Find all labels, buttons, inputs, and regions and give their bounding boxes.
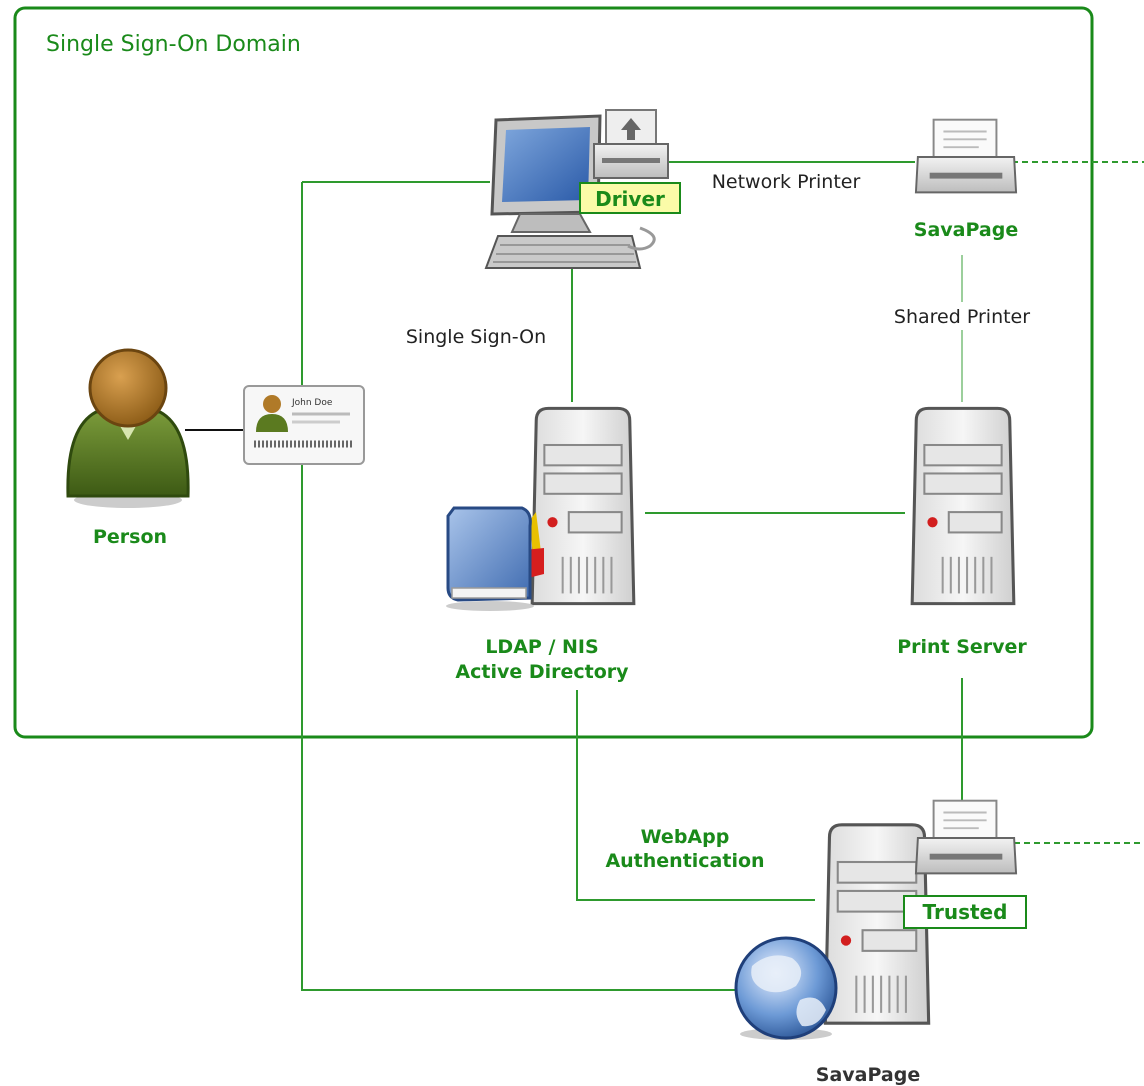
shared-printer-edge-label: Shared Printer — [894, 306, 1030, 328]
driver-badge — [579, 182, 681, 214]
savapage-server-label: SavaPage — [816, 1064, 920, 1086]
webapp-auth-label-line2: Authentication — [605, 850, 764, 872]
trusted-badge-label: Trusted — [923, 900, 1008, 924]
trusted-badge — [903, 895, 1027, 929]
id-card-icon — [243, 385, 365, 465]
webapp-auth-label-line1: WebApp — [641, 826, 730, 848]
print-server-icon — [910, 406, 1016, 606]
directory-book-icon — [446, 506, 544, 611]
single-sign-on-edge-label: Single Sign-On — [406, 326, 546, 348]
savapage-server-printer-icon — [914, 799, 1018, 875]
savapage-printer-label: SavaPage — [914, 219, 1018, 241]
person-icon — [66, 348, 190, 508]
globe-icon — [734, 936, 838, 1040]
domain-title: Single Sign-On Domain — [46, 32, 301, 57]
ldap-label-line1: LDAP / NIS — [485, 636, 598, 658]
id-card-name: John Doe — [291, 398, 333, 408]
workstation-printer-icon — [593, 109, 669, 179]
ldap-label-line2: Active Directory — [455, 661, 629, 683]
workstation-icon — [484, 114, 656, 269]
driver-badge-label: Driver — [595, 187, 665, 211]
person-label: Person — [93, 526, 167, 548]
network-printer-edge-label: Network Printer — [712, 171, 861, 193]
ldap-server-icon — [530, 406, 636, 606]
single-sign-on-domain-frame — [13, 6, 1094, 739]
savapage-printer-icon — [914, 118, 1018, 194]
webapp-authentication-edge — [576, 690, 815, 901]
print-server-label: Print Server — [897, 636, 1027, 658]
